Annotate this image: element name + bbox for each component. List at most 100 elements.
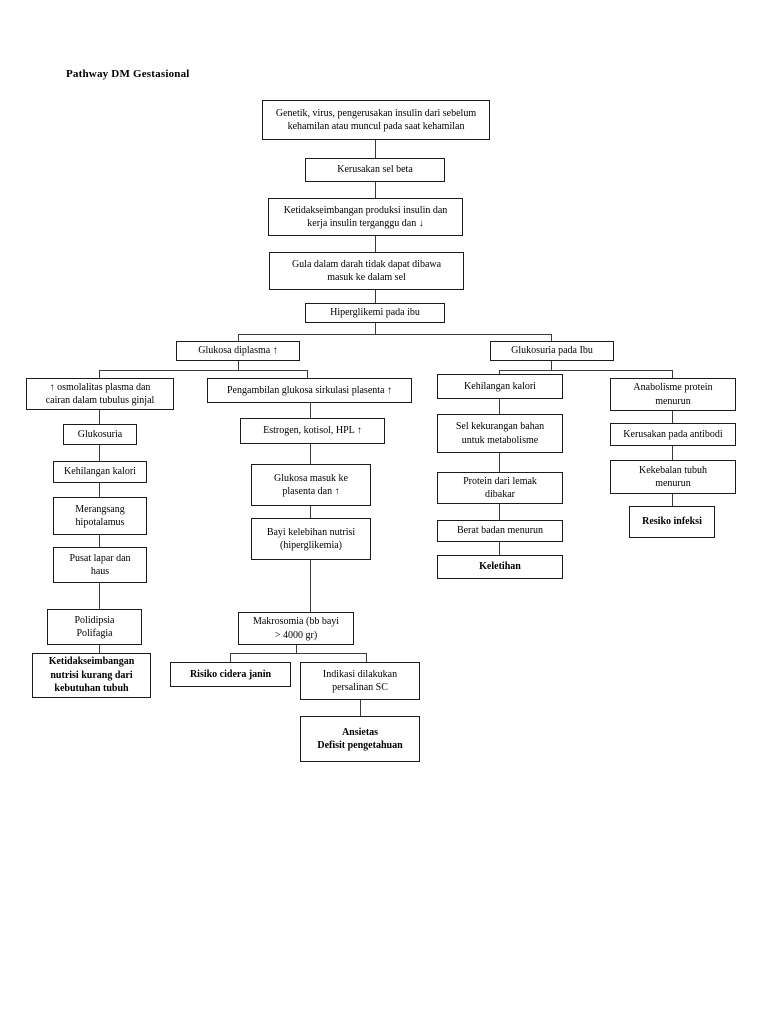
connector-n10-n14 bbox=[499, 399, 501, 414]
node-resiko-infeksi[interactable]: Resiko infeksi bbox=[629, 506, 715, 538]
node-label: Kehilangan kalori bbox=[64, 466, 136, 478]
node-pengambilan-glukosa-plasenta[interactable]: Pengambilan glukosa sirkulasi plasenta ↑ bbox=[207, 378, 412, 403]
node-label: Bayi kelebihan nutrisi(hiperglikemia) bbox=[266, 526, 356, 552]
connector-n11-n15 bbox=[672, 411, 674, 423]
node-label: Kehilangan kalori bbox=[464, 380, 536, 392]
node-glukosa-diplasma[interactable]: Glukosa diplasma ↑ bbox=[176, 341, 300, 361]
connector-n18-n22 bbox=[499, 504, 501, 520]
node-estrogen-kotisol-hpl[interactable]: Estrogen, kotisol, HPL ↑ bbox=[240, 418, 385, 444]
connector-n24-n26 bbox=[99, 583, 101, 609]
node-label: Glukosuria bbox=[77, 428, 123, 440]
node-label: Pengambilan glukosa sirkulasi plasenta ↑ bbox=[227, 384, 392, 396]
node-berat-badan-menurun[interactable]: Berat badan menurun bbox=[437, 520, 563, 542]
connector-n08-n12 bbox=[99, 410, 101, 424]
connector-n12-n16 bbox=[99, 445, 101, 461]
node-kerusakan-sel-beta[interactable]: Kerusakan sel beta bbox=[305, 158, 445, 182]
node-label: Estrogen, kotisol, HPL ↑ bbox=[263, 425, 362, 437]
connector-n06-down bbox=[238, 361, 240, 371]
node-label: Kerusakan pada antibodi bbox=[623, 428, 723, 440]
connector-to-n08 bbox=[99, 370, 101, 378]
page-title: Pathway DM Gestasional bbox=[66, 68, 190, 80]
connector-n17-n21 bbox=[310, 506, 312, 518]
connector-n19-n23 bbox=[672, 494, 674, 506]
connector-to-n09 bbox=[307, 370, 309, 378]
connector-split-n05 bbox=[238, 334, 552, 336]
node-genetik-virus[interactable]: Genetik, virus, pengerusakan insulin dar… bbox=[262, 100, 490, 140]
node-glukosuria-pada-ibu[interactable]: Glukosuria pada Ibu bbox=[490, 341, 614, 361]
node-hiperglikemi-ibu[interactable]: Hiperglikemi pada ibu bbox=[305, 303, 445, 323]
connector-n21-n27 bbox=[310, 560, 312, 612]
node-kehilangan-kalori-ibu[interactable]: Kehilangan kalori bbox=[437, 374, 563, 399]
connector-to-n29 bbox=[230, 653, 232, 662]
connector-to-n07 bbox=[551, 334, 553, 341]
connector-n15-n19 bbox=[672, 446, 674, 460]
connector-n01-n02 bbox=[375, 140, 377, 158]
connector-n16-n20 bbox=[99, 483, 101, 497]
node-label: Glukosuria pada Ibu bbox=[511, 345, 593, 357]
connector-n04-n05 bbox=[375, 290, 377, 303]
node-bayi-kelebihan-nutrisi[interactable]: Bayi kelebihan nutrisi(hiperglikemia) bbox=[251, 518, 371, 560]
connector-n02-n03 bbox=[375, 182, 377, 198]
node-kehilangan-kalori-ginjal[interactable]: Kehilangan kalori bbox=[53, 461, 147, 483]
node-kerusakan-antibodi[interactable]: Kerusakan pada antibodi bbox=[610, 423, 736, 446]
node-label: Hiperglikemi pada ibu bbox=[330, 307, 420, 319]
connector-n22-n25 bbox=[499, 542, 501, 555]
connector-to-n06 bbox=[238, 334, 240, 341]
connector-split-n07 bbox=[499, 370, 672, 372]
node-label: Glukosa diplasma ↑ bbox=[198, 345, 278, 357]
connector-n07-down bbox=[551, 361, 553, 371]
node-label: Resiko infeksi bbox=[642, 516, 702, 528]
connector-n13-n17 bbox=[310, 444, 312, 464]
connector-n05-down bbox=[375, 323, 377, 335]
node-keletihan[interactable]: Keletihan bbox=[437, 555, 563, 579]
node-label: Makrosomia (bb bayi> 4000 gr) bbox=[252, 616, 340, 641]
connector-to-n11 bbox=[672, 370, 674, 378]
node-label: Kerusakan sel beta bbox=[337, 164, 413, 176]
node-label: Berat badan menurun bbox=[456, 525, 544, 537]
node-label: Risiko cidera janin bbox=[189, 668, 272, 680]
node-makrosomia[interactable]: Makrosomia (bb bayi> 4000 gr) bbox=[238, 612, 354, 645]
node-label: Keletihan bbox=[479, 561, 521, 573]
connector-n20-n24 bbox=[99, 535, 101, 547]
node-glukosuria[interactable]: Glukosuria bbox=[63, 424, 137, 445]
node-label: Genetik, virus, pengerusakan insulin dar… bbox=[275, 107, 477, 133]
connector-to-n30 bbox=[366, 653, 368, 662]
connector-n27-down bbox=[296, 645, 298, 654]
connector-split-n27 bbox=[230, 653, 366, 655]
connector-n26-n28 bbox=[99, 645, 101, 653]
connector-n14-n18 bbox=[499, 453, 501, 472]
connector-n30-n31 bbox=[360, 700, 362, 716]
connector-split-n06 bbox=[99, 370, 308, 372]
connector-n03-n04 bbox=[375, 236, 377, 252]
node-risiko-cidera-janin[interactable]: Risiko cidera janin bbox=[170, 662, 291, 687]
